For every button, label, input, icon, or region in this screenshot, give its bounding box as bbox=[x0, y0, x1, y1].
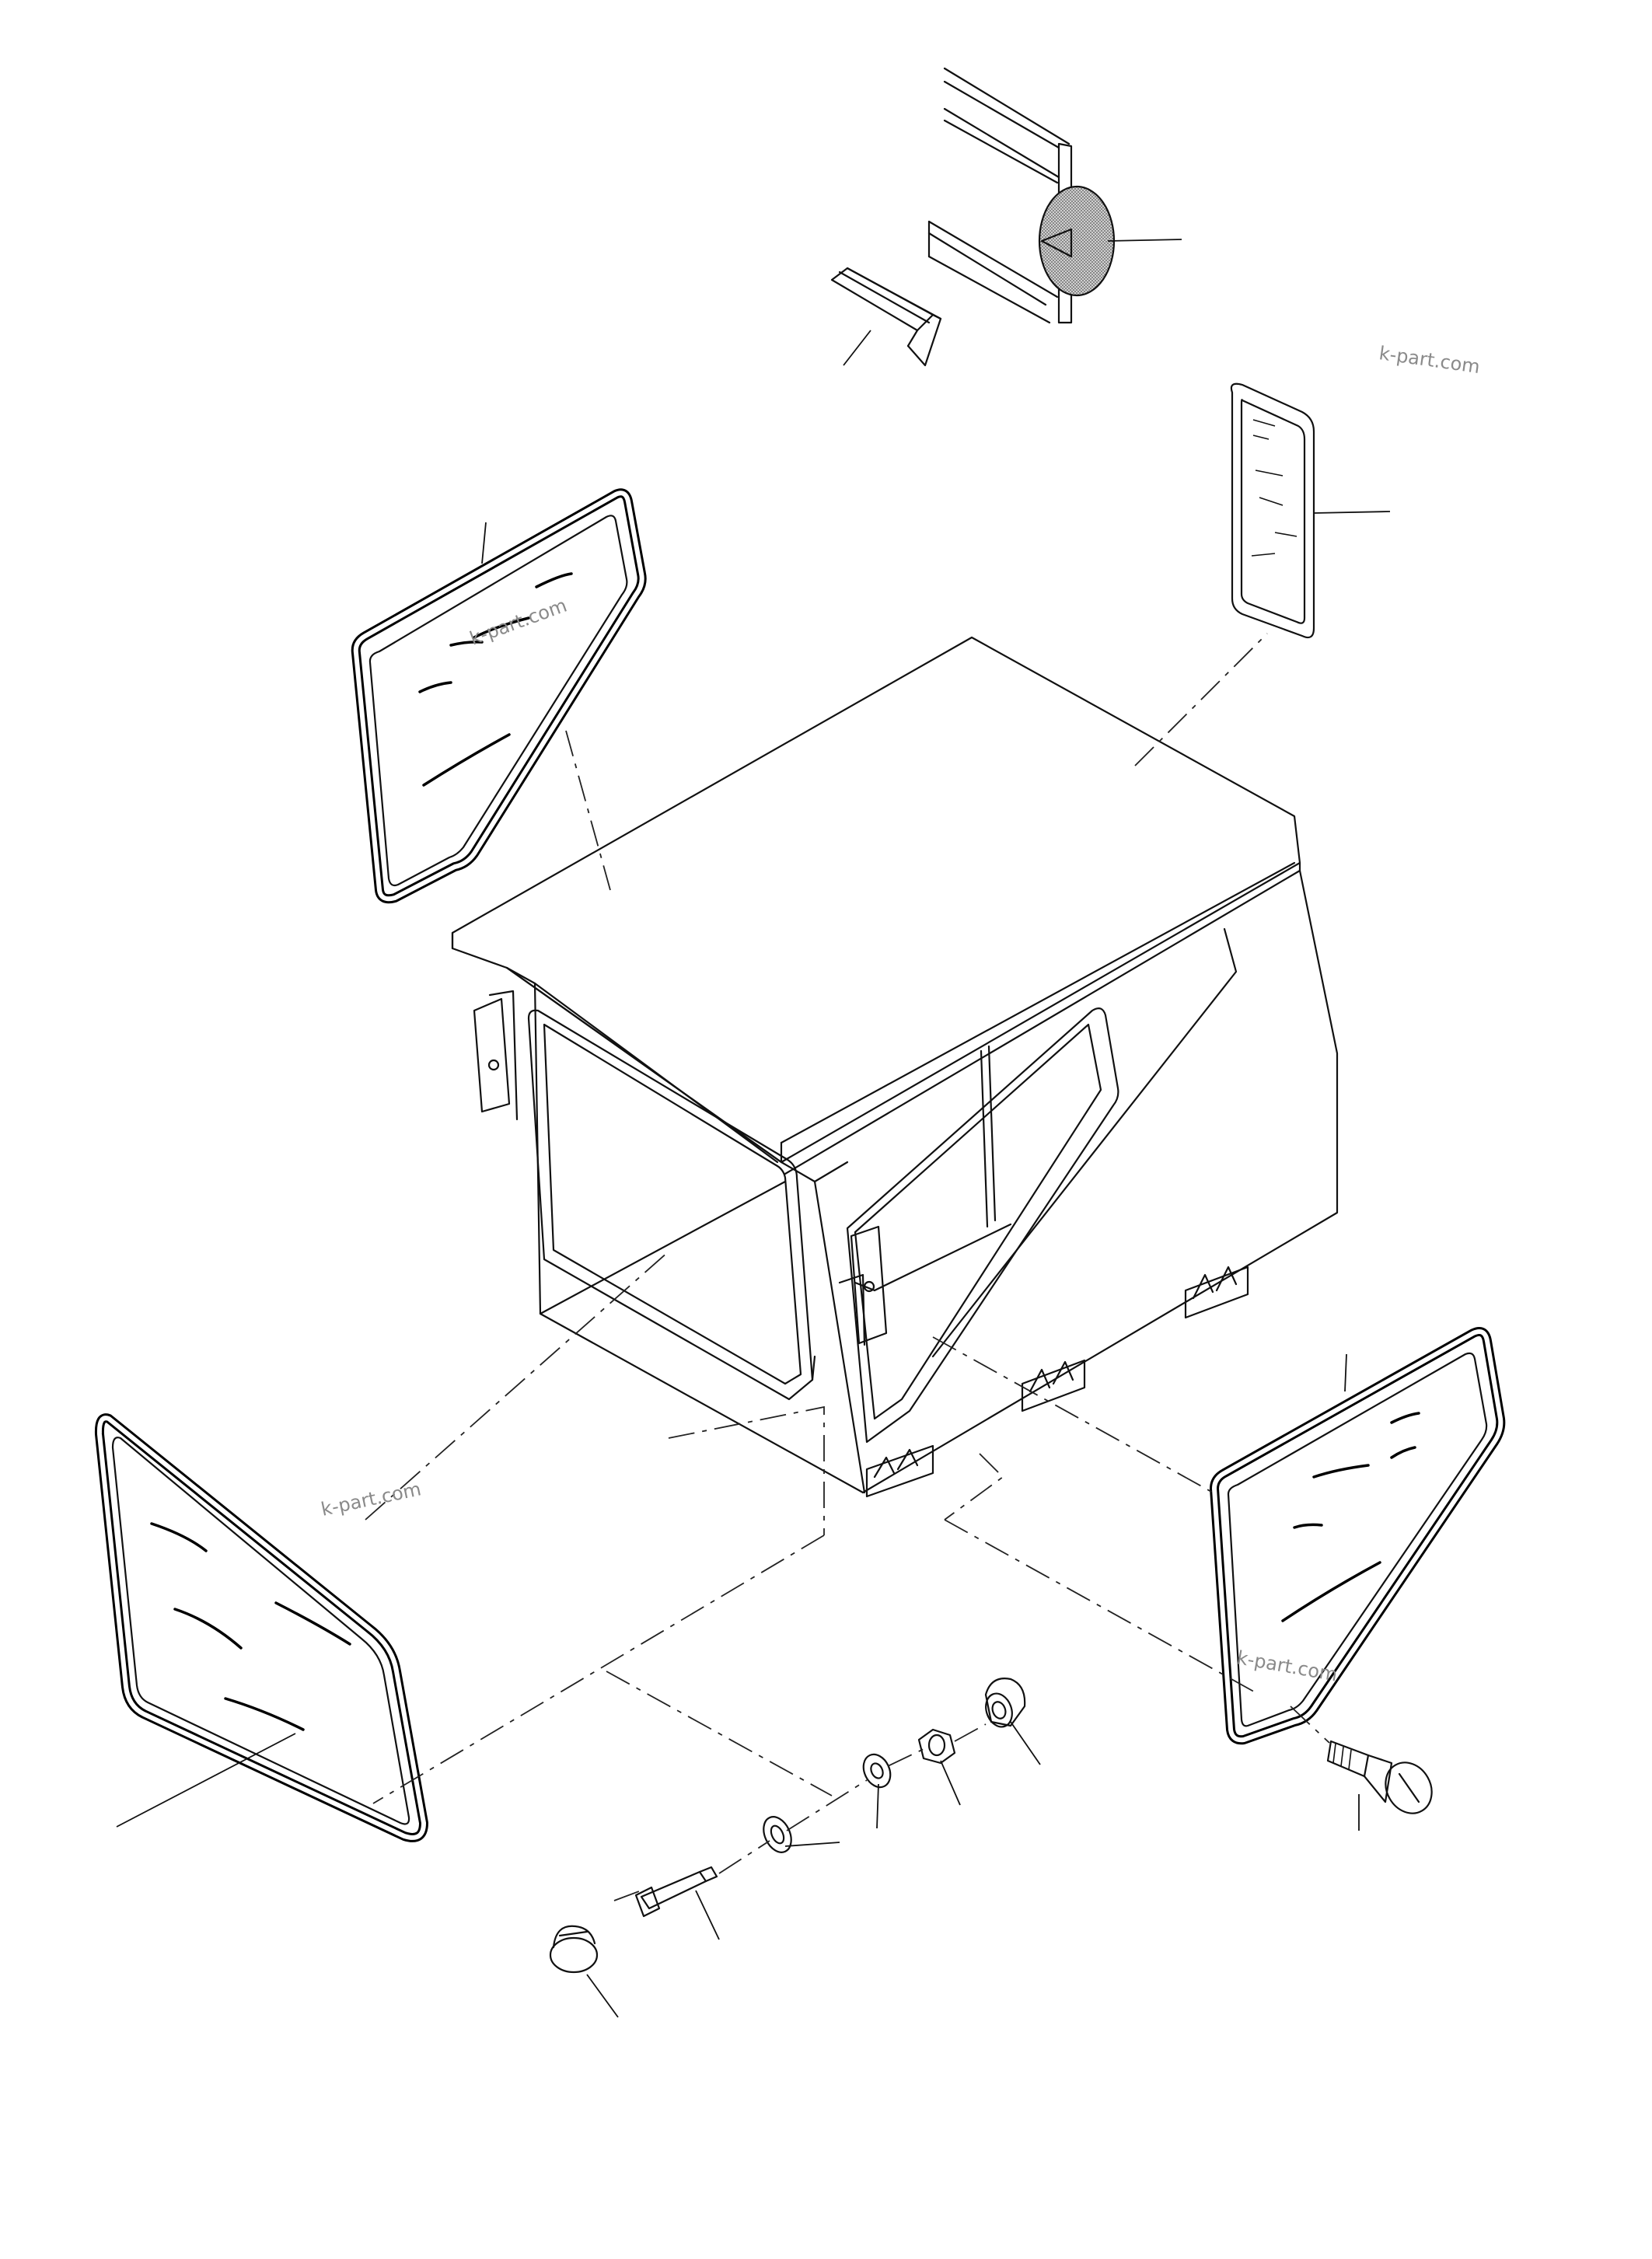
leader-lines bbox=[116, 239, 1391, 2018]
hex-nut bbox=[917, 1728, 956, 1765]
seal-lip-shaded bbox=[1038, 185, 1116, 297]
seal-profile bbox=[927, 67, 1116, 324]
cap-nut-left bbox=[549, 1925, 599, 1974]
right-side-glass bbox=[1210, 1327, 1506, 1745]
slotted-screw bbox=[1326, 1740, 1433, 1814]
cap-nut-right bbox=[984, 1678, 1026, 1728]
watermark: k-part.com bbox=[1378, 342, 1481, 378]
watermark: k-part.com bbox=[1235, 1646, 1339, 1685]
cab-body bbox=[451, 636, 1339, 1498]
left-side-glass bbox=[351, 488, 647, 904]
watermark: k-part.com bbox=[466, 595, 569, 650]
washer-1 bbox=[763, 1816, 792, 1853]
shoulder-bolt bbox=[634, 1866, 718, 1918]
seal-filler-strip bbox=[830, 267, 942, 367]
assembly-lines bbox=[365, 633, 1330, 1901]
washer-2 bbox=[862, 1753, 892, 1789]
front-windshield-glass bbox=[94, 1413, 428, 1842]
rear-window-glass bbox=[1230, 382, 1315, 639]
